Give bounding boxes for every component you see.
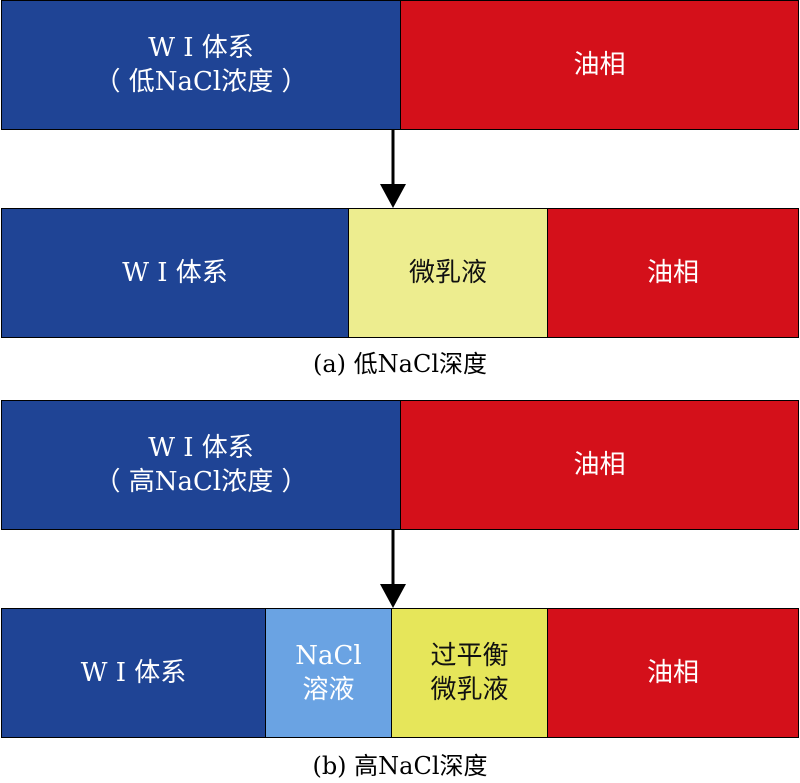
- oil-phase-box-a-bottom: 油相: [547, 208, 799, 338]
- wi-system-label: W I 体系: [122, 258, 228, 288]
- caption-a: (a) 低NaCl深度: [312, 350, 487, 378]
- high-nacl-concentration-label: （ 高NaCl浓度 ）: [94, 467, 308, 497]
- down-arrow-a: [380, 130, 406, 208]
- wi-system-low-box: W I 体系 （ 低NaCl浓度 ）: [1, 0, 401, 130]
- microemulsion-box: 微乳液: [348, 208, 548, 338]
- over-balanced-label: 过平衡: [430, 641, 509, 671]
- caption-b: (b) 高NaCl深度: [312, 752, 488, 780]
- wi-system-box-b-bottom: W I 体系: [1, 608, 266, 738]
- over-balanced-microemulsion-box: 过平衡 微乳液: [391, 608, 548, 738]
- oil-phase-label: 油相: [573, 50, 626, 80]
- nacl-label: NaCl: [295, 641, 362, 671]
- wi-system-label: W I 体系: [148, 33, 254, 63]
- oil-phase-box-b-top: 油相: [400, 400, 799, 530]
- oil-phase-box-b-bottom: 油相: [547, 608, 799, 738]
- wi-system-label: W I 体系: [80, 658, 187, 688]
- nacl-solution-box: NaCl 溶液: [265, 608, 392, 738]
- oil-phase-label: 油相: [646, 258, 699, 288]
- solution-label: 溶液: [302, 675, 355, 705]
- oil-phase-label: 油相: [646, 658, 699, 688]
- oil-phase-label: 油相: [573, 450, 626, 480]
- wi-system-box-a-bottom: W I 体系: [1, 208, 349, 338]
- wi-system-high-box: W I 体系 （ 高NaCl浓度 ）: [1, 400, 401, 530]
- wi-system-label: W I 体系: [148, 433, 254, 463]
- low-nacl-concentration-label: （ 低NaCl浓度 ）: [94, 67, 308, 97]
- oil-phase-box-a-top: 油相: [400, 0, 799, 130]
- microemulsion-label: 微乳液: [430, 675, 509, 705]
- down-arrow-b: [380, 530, 406, 608]
- microemulsion-label: 微乳液: [408, 258, 487, 288]
